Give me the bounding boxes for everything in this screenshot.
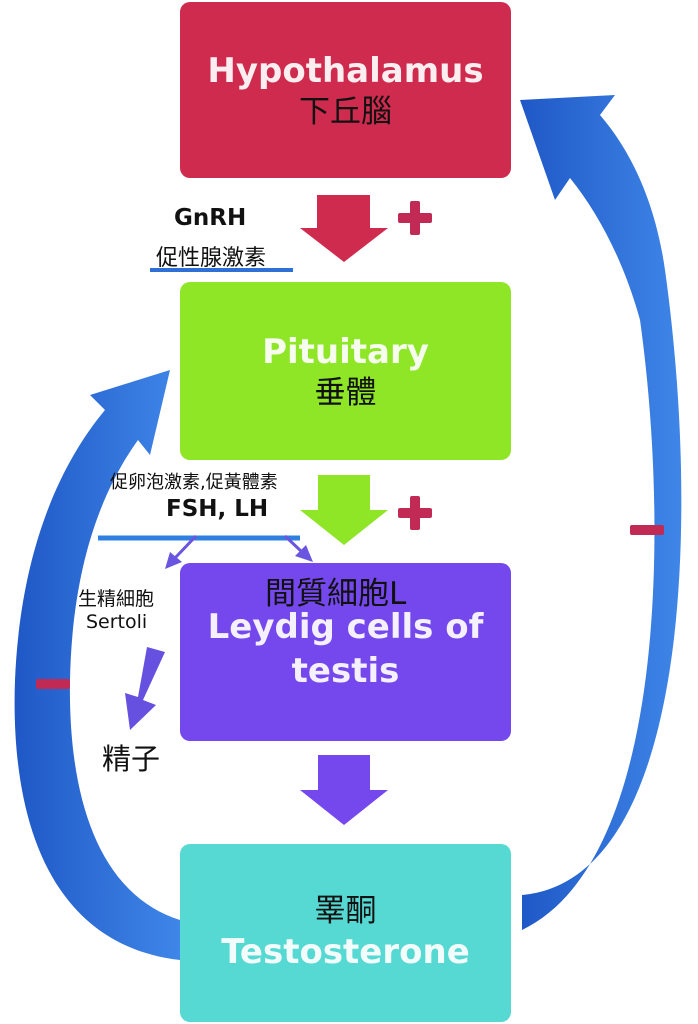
sertoli-label-en: Sertoli (86, 611, 148, 633)
testosterone-box: 睪酮 Testosterone (180, 844, 511, 1022)
lh-to-leydig-arrow (283, 534, 313, 562)
sperm-label: 精子 (102, 742, 161, 776)
testosterone-label-zh: 睪酮 (314, 893, 377, 929)
sertoli-to-sperm-arrow (125, 647, 165, 730)
plus-sign-gnrh (398, 201, 432, 235)
fsh-lh-down-arrow (300, 475, 388, 545)
hypothalamus-box: Hypothalamus 下丘腦 (180, 2, 511, 178)
pituitary-label-zh: 垂體 (314, 375, 377, 411)
leydig-label-zh: 間質細胞L (265, 576, 407, 612)
fsh-to-sertoli-arrow (165, 534, 198, 569)
fsh-lh-label: FSH, LH (166, 496, 269, 522)
sertoli-label-zh: 生精細胞 (78, 588, 155, 610)
plus-sign-fsh-lh (398, 496, 432, 530)
gnrh-label: GnRH (174, 205, 247, 231)
testosterone-down-arrow (300, 755, 388, 825)
pituitary-box: Pituitary 垂體 (180, 282, 511, 460)
leydig-box: Leydig cells of testis (180, 563, 511, 741)
gnrh-label-zh: 促性腺激素 (156, 246, 267, 271)
left-feedback-arrow (14, 370, 180, 960)
pituitary-label-en: Pituitary (262, 332, 429, 372)
testosterone-label-en: Testosterone (221, 932, 470, 972)
fsh-lh-label-zh: 促卵泡激素,促黃體素 (110, 472, 278, 493)
minus-sign-right (630, 525, 664, 535)
hypothalamus-label-en: Hypothalamus (207, 51, 484, 91)
minus-sign-left (36, 679, 70, 689)
hypothalamus-label-zh: 下丘腦 (299, 94, 392, 130)
leydig-label-en-line1: Leydig cells of (207, 607, 484, 647)
gnrh-down-arrow (300, 195, 388, 262)
right-feedback-arrow (520, 95, 682, 930)
leydig-label-en-line2: testis (291, 651, 400, 691)
